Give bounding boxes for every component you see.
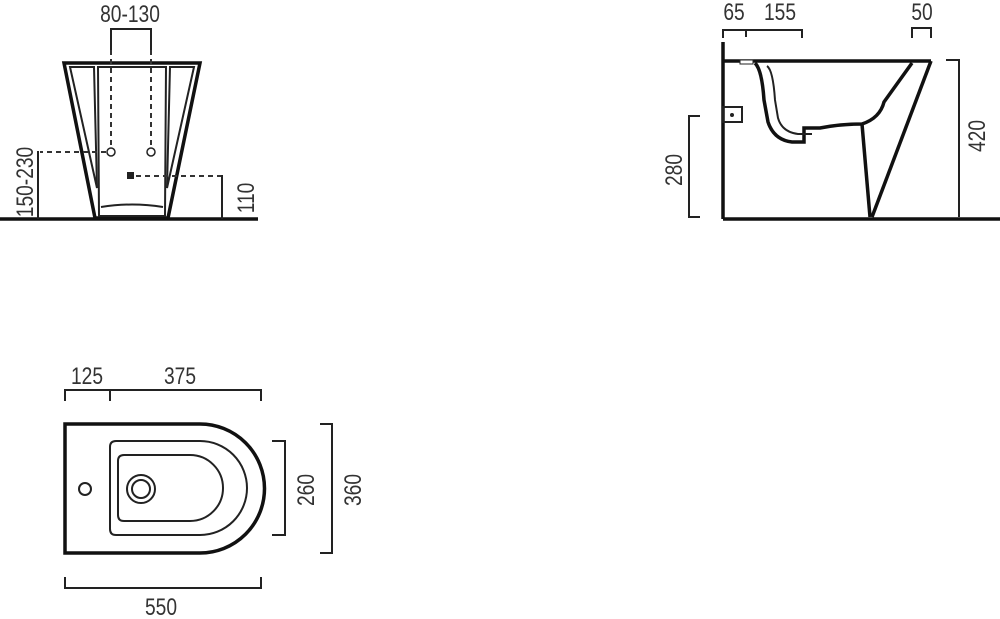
dim-back-offset: 65 bbox=[723, 0, 744, 26]
center-panel bbox=[96, 66, 168, 217]
bidet-outline bbox=[63, 422, 267, 555]
total-length-bracket bbox=[64, 577, 262, 589]
dim-tap-offset: 125 bbox=[71, 362, 103, 390]
left-panel bbox=[68, 66, 98, 189]
rim-dim-bracket bbox=[911, 27, 932, 38]
dim-waste-height: 110 bbox=[232, 183, 260, 214]
dim-bowl-width: 260 bbox=[292, 474, 320, 506]
dim-waste-height: 280 bbox=[660, 154, 688, 186]
bidet-outline bbox=[61, 61, 203, 220]
dim-total-width: 360 bbox=[339, 474, 367, 506]
front-view: 80-130 150-230 110 bbox=[0, 0, 260, 221]
base-curve bbox=[100, 203, 164, 208]
waste-height-bracket bbox=[688, 115, 700, 218]
total-height-bracket bbox=[946, 59, 960, 217]
dim-bowl-length: 375 bbox=[164, 362, 196, 390]
bowl-outline bbox=[117, 454, 224, 522]
dim-supply-spacing: 80-130 bbox=[100, 0, 160, 28]
dim-front-rim: 50 bbox=[911, 0, 932, 26]
dim-supply-height: 150-230 bbox=[11, 147, 39, 217]
dim-hole-to-bowl: 155 bbox=[764, 0, 796, 26]
side-view: 65 155 50 280 420 bbox=[660, 0, 1000, 221]
rim-outline bbox=[109, 440, 248, 536]
supply-fitting-left bbox=[106, 147, 116, 157]
tap-hole bbox=[78, 482, 92, 496]
top-dim-bracket bbox=[722, 29, 803, 38]
waste-fitting bbox=[127, 172, 134, 179]
dim-total-length: 550 bbox=[145, 593, 177, 619]
supply-spacing-bracket bbox=[110, 28, 152, 50]
plan-view: 125 375 260 360 550 bbox=[63, 362, 367, 619]
right-panel bbox=[166, 66, 196, 189]
supply-fitting-right bbox=[146, 147, 156, 157]
bowl-width-bracket bbox=[272, 440, 286, 536]
bowl-section bbox=[753, 61, 914, 144]
drain-icon bbox=[126, 474, 156, 504]
wall-fitting bbox=[722, 106, 743, 123]
top-dim-bracket bbox=[64, 389, 262, 401]
total-width-bracket bbox=[320, 423, 333, 554]
dim-total-height: 420 bbox=[963, 120, 991, 152]
